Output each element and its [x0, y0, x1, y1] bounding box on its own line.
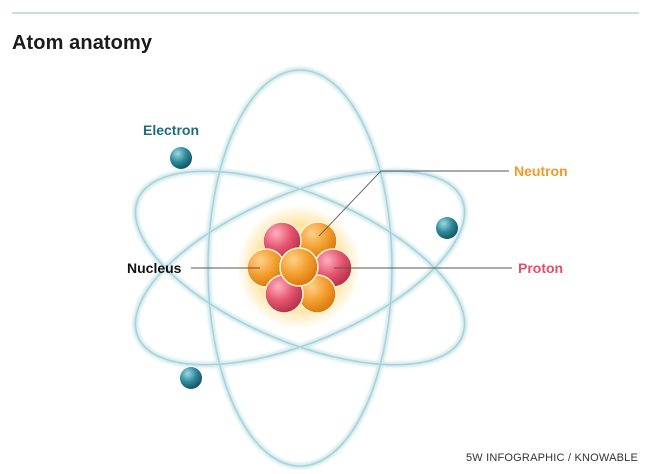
page-title: Atom anatomy: [12, 32, 153, 54]
nucleus: [246, 221, 353, 314]
neutron-icon: [279, 247, 319, 287]
proton-label: Proton: [518, 260, 564, 276]
source-credit: 5W INFOGRAPHIC / KNOWABLE: [465, 452, 638, 464]
nucleus-label: Nucleus: [127, 260, 182, 276]
electron-icon: [436, 217, 458, 239]
electron-icon: [170, 147, 192, 169]
electron-icon: [180, 367, 202, 389]
neutron-leader-line: [318, 170, 509, 237]
top-divider: [12, 12, 639, 14]
neutron-label: Neutron: [514, 163, 568, 179]
electron-label: Electron: [143, 122, 200, 138]
